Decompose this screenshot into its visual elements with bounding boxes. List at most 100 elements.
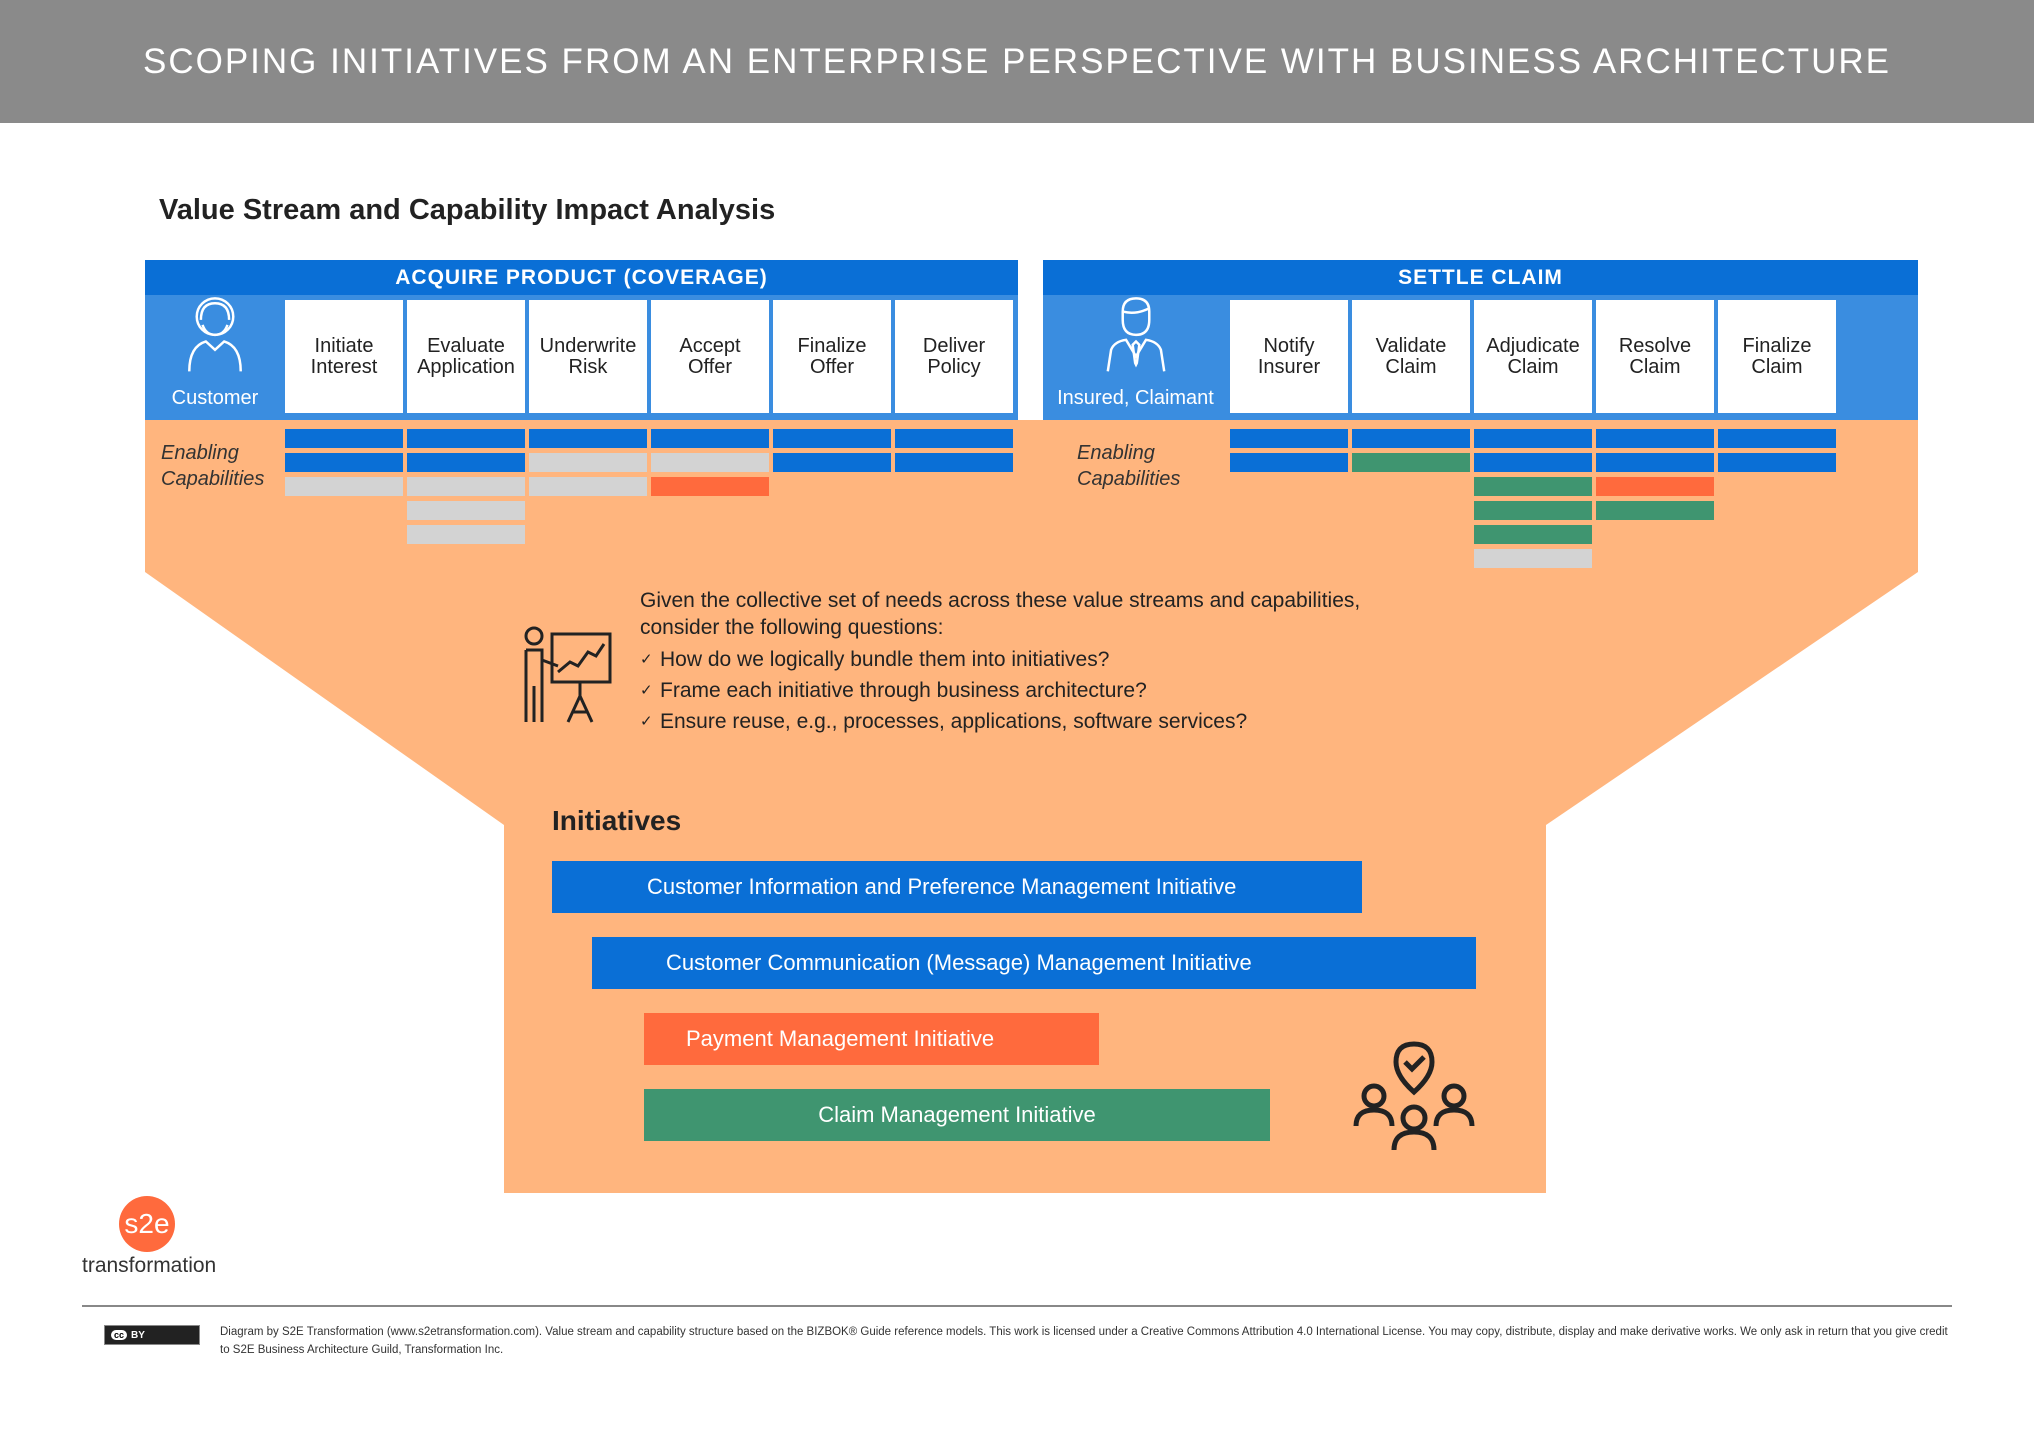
- capability-block-blue: [895, 429, 1013, 448]
- check-icon: ✓: [640, 713, 653, 730]
- stage-label-line1: Accept: [679, 334, 741, 357]
- capability-block-gray: [407, 477, 525, 496]
- initiative-label: Customer Information and Preference Mana…: [647, 874, 1237, 899]
- logo-mark: s2e: [119, 1196, 175, 1252]
- persona-label: Customer: [171, 387, 259, 409]
- persona-customer: Customer: [145, 295, 285, 420]
- capability-block-gray: [529, 477, 647, 496]
- initiative-payment-management: Payment Management Initiative: [644, 1013, 1099, 1065]
- initiatives-title: Initiatives: [552, 805, 682, 836]
- stage-label-line1: Finalize: [797, 334, 867, 357]
- enabling-capabilities-label: Enabling Capabilities: [161, 440, 264, 492]
- capability-block-gray: [285, 477, 403, 496]
- capability-block-gray: [529, 453, 647, 472]
- question-item: ✓Frame each initiative through business …: [640, 677, 1360, 704]
- question-text: How do we logically bundle them into ini…: [660, 648, 1110, 671]
- analysis-title: Value Stream and Capability Impact Analy…: [159, 194, 776, 226]
- team-location-icon: [1353, 1041, 1475, 1151]
- value-stream-title: SETTLE CLAIM: [1043, 260, 1918, 295]
- check-icon: ✓: [640, 682, 653, 699]
- capability-block-orange: [1596, 477, 1714, 496]
- capability-block-blue: [407, 429, 525, 448]
- capability-block-blue: [1718, 453, 1836, 472]
- funnel-shape: [145, 420, 1918, 1193]
- capability-block-blue: [651, 429, 769, 448]
- businessman-icon: [1106, 297, 1165, 372]
- persona-insured-claimant: Insured, Claimant: [1043, 295, 1228, 420]
- initiative-label: Payment Management Initiative: [686, 1026, 995, 1051]
- value-stream-acquire-product: ACQUIRE PRODUCT (COVERAGE) Customer Init…: [145, 260, 1018, 420]
- stage-label-line2: Claim: [1507, 355, 1559, 378]
- capability-block-blue: [1474, 453, 1592, 472]
- capability-block-green: [1474, 525, 1592, 544]
- logo-wordmark: transformation: [82, 1254, 217, 1277]
- capability-block-blue: [407, 453, 525, 472]
- capability-block-green: [1352, 453, 1470, 472]
- stage-label-line1: Finalize: [1742, 334, 1812, 357]
- s2e-logo: s2e transformation: [82, 1196, 217, 1278]
- stage-label-line2: Application: [417, 355, 515, 378]
- initiative-label: Customer Communication (Message) Managem…: [666, 950, 1252, 975]
- capability-block-blue: [1352, 429, 1470, 448]
- capability-block-gray: [1474, 549, 1592, 568]
- footer-credit: Diagram by S2E Transformation (www.s2etr…: [220, 1326, 1948, 1356]
- stage-label-line1: Resolve: [1618, 334, 1692, 357]
- page-title: SCOPING INITIATIVES FROM AN ENTERPRISE P…: [142, 41, 1892, 81]
- stage-label-line1: Notify: [1263, 334, 1315, 357]
- stage-label-line1: Underwrite: [539, 334, 637, 357]
- capability-block-gray: [651, 453, 769, 472]
- stage-label-line2: Interest: [310, 355, 378, 378]
- check-icon: ✓: [640, 651, 653, 668]
- capability-block-blue: [285, 429, 403, 448]
- enabling-label-line1: Enabling: [1077, 442, 1155, 464]
- capability-block-blue: [773, 453, 891, 472]
- stage-label-line1: Deliver: [922, 334, 986, 357]
- capability-block-orange: [651, 477, 769, 496]
- questions-intro-line1: Given the collective set of needs across…: [640, 589, 1361, 612]
- persona-label: Insured, Claimant: [1057, 387, 1214, 409]
- capability-block-blue: [773, 429, 891, 448]
- capability-block-gray: [407, 501, 525, 520]
- question-text: Ensure reuse, e.g., processes, applicati…: [660, 710, 1248, 733]
- question-item: ✓ Ensure reuse, e.g., processes, applicat…: [640, 708, 1360, 735]
- stage-label-line1: Initiate: [314, 334, 374, 357]
- capability-block-green: [1474, 501, 1592, 520]
- stage-label-line2: Insurer: [1257, 355, 1321, 378]
- capability-block-blue: [1230, 429, 1348, 448]
- stage-label-line1: Adjudicate: [1486, 334, 1580, 357]
- capability-block-blue: [1474, 429, 1592, 448]
- cc-icon: cc: [111, 1330, 128, 1340]
- cc-by-label: BY: [131, 1329, 145, 1341]
- capability-block-blue: [285, 453, 403, 472]
- capability-block-blue: [1596, 453, 1714, 472]
- enabling-label-line1: Enabling: [161, 442, 239, 464]
- value-stream-title: ACQUIRE PRODUCT (COVERAGE): [145, 260, 1018, 295]
- stage-label-line2: Risk: [568, 355, 608, 378]
- capability-block-blue: [1596, 429, 1714, 448]
- initiative-customer-information: Customer Information and Preference Mana…: [552, 861, 1362, 913]
- footer-divider: [82, 1305, 1952, 1307]
- enabling-label-line2: Capabilities: [161, 468, 265, 490]
- page-header: SCOPING INITIATIVES FROM AN ENTERPRISE P…: [0, 0, 2034, 123]
- capability-block-blue: [1718, 429, 1836, 448]
- capability-block-gray: [407, 525, 525, 544]
- stage-label-line2: Policy: [927, 355, 981, 378]
- enabling-label-line2: Capabilities: [1077, 468, 1181, 490]
- initiative-customer-communication: Customer Communication (Message) Managem…: [592, 937, 1476, 989]
- stage-label-line2: Claim: [1629, 355, 1681, 378]
- questions-intro-line2: consider the following questions:: [640, 616, 944, 639]
- stage-label-line2: Offer: [809, 355, 855, 378]
